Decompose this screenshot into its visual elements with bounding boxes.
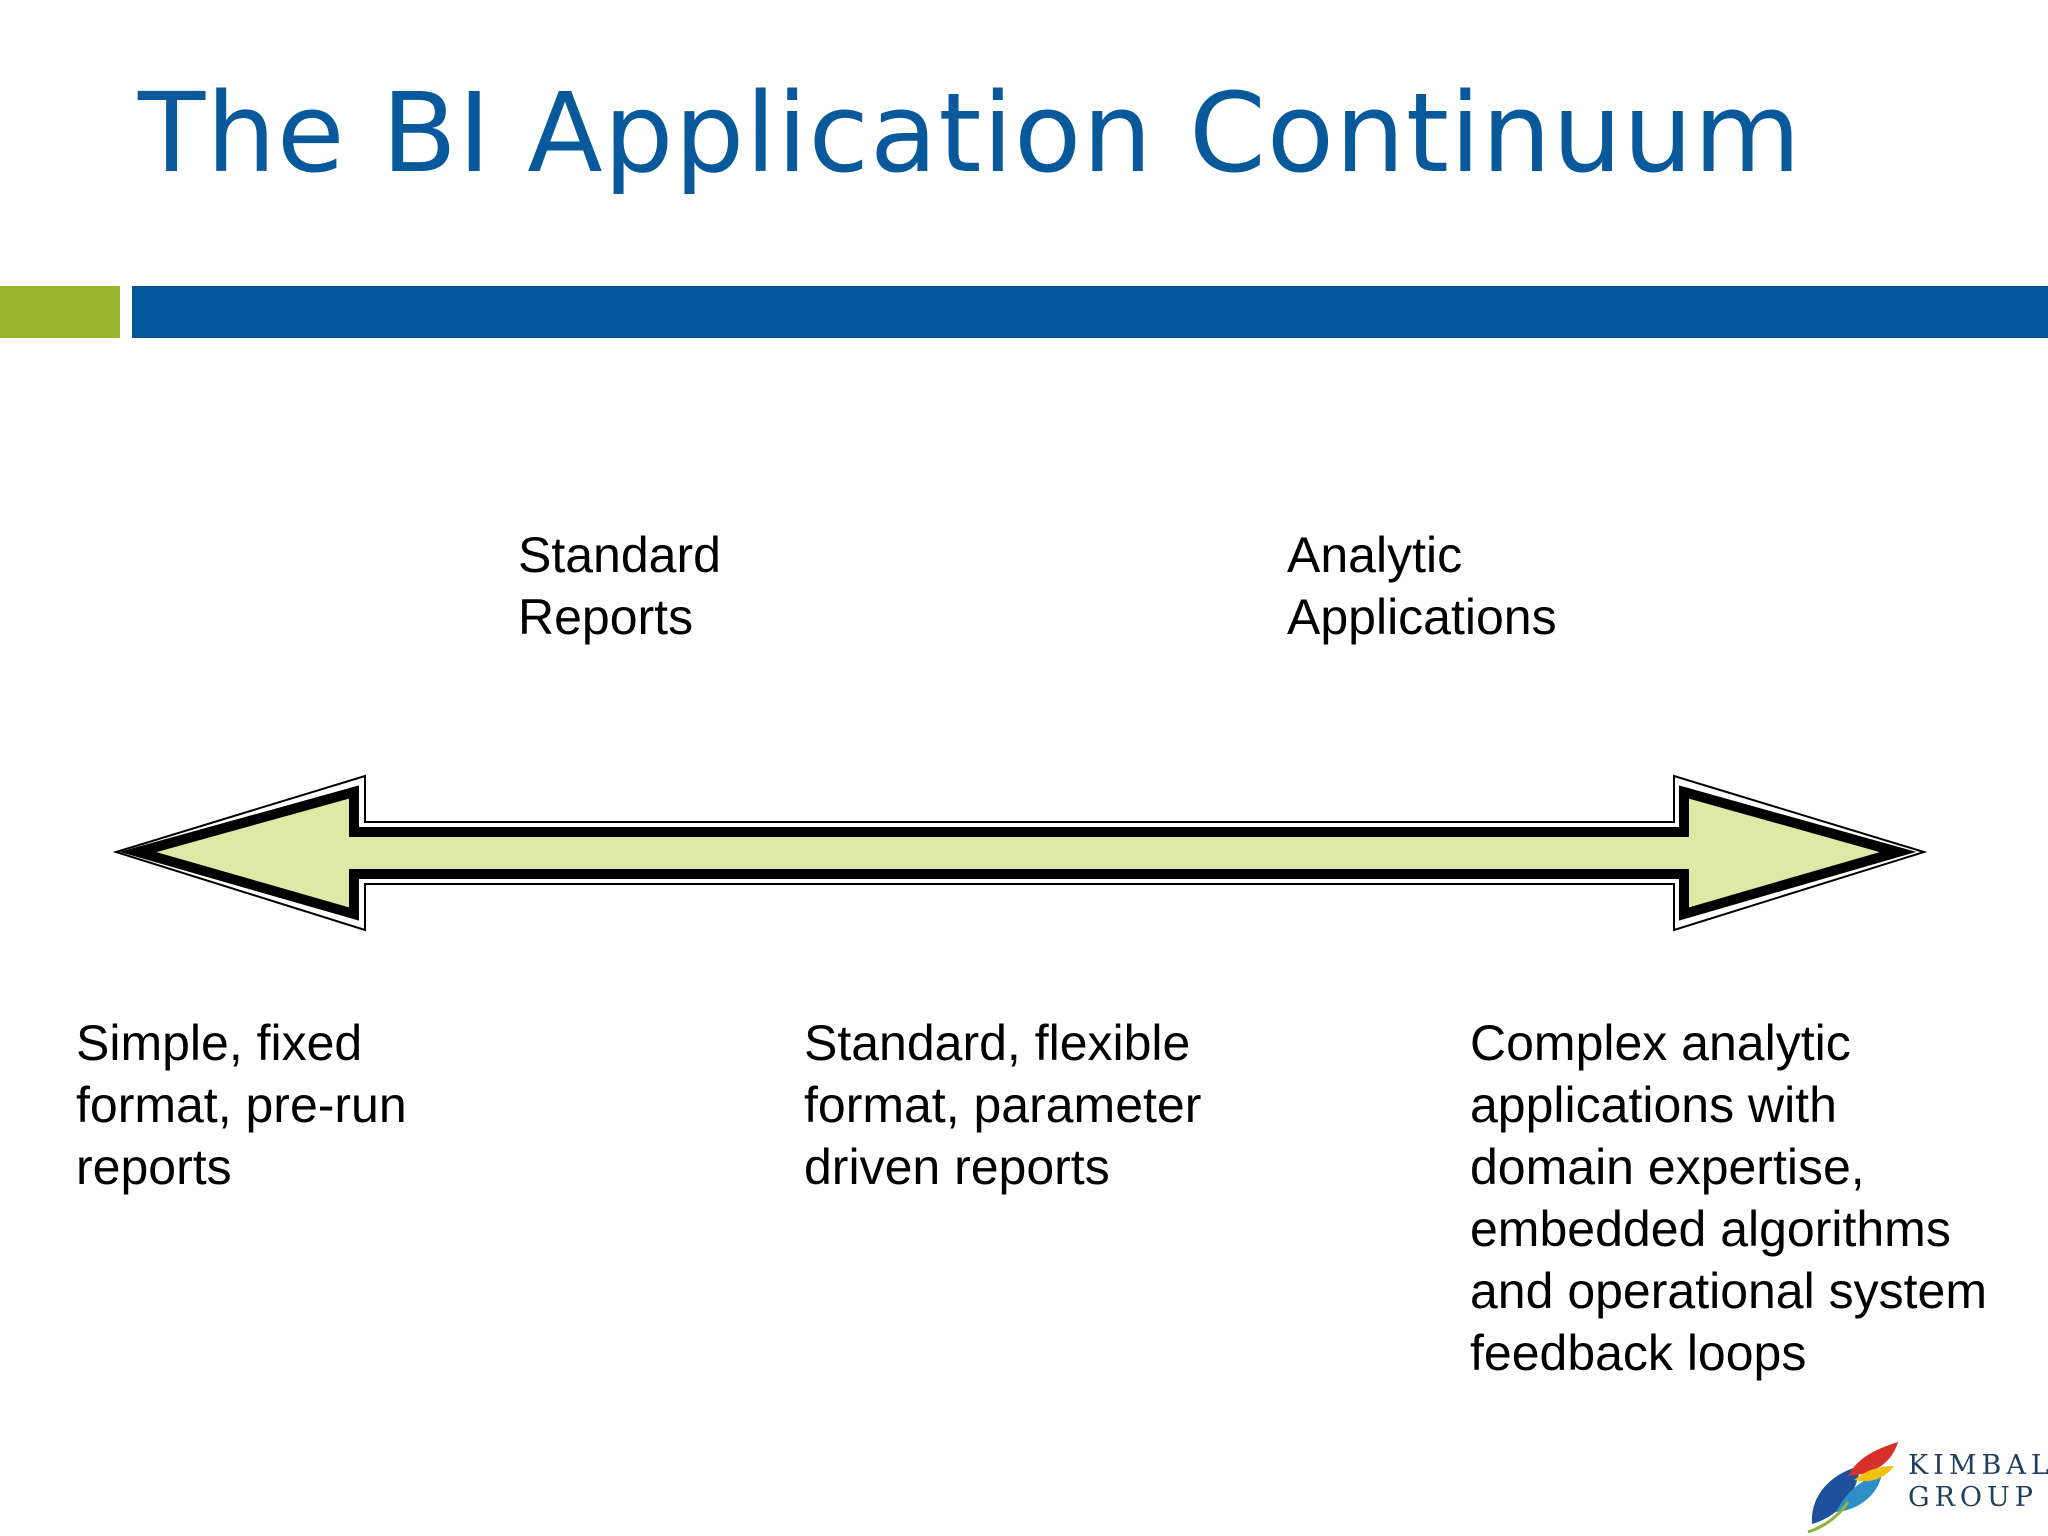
label-flexible-parameter-reports: Standard, flexible format, parameter dri… bbox=[804, 1015, 1202, 1195]
slide-title: The BI Application Continuum bbox=[138, 69, 1802, 197]
kimball-group-logo-text: KIMBALL GROUP bbox=[1908, 1450, 2048, 1513]
continuum-arrow-outline bbox=[112, 774, 1928, 932]
label-standard-reports: Standard Reports bbox=[518, 527, 721, 645]
label-complex-analytic-applications: Complex analytic applications with domai… bbox=[1470, 1015, 1987, 1381]
label-analytic-applications: Analytic Applications bbox=[1287, 527, 1557, 645]
title-band-accent bbox=[0, 286, 120, 338]
label-simple-fixed-reports: Simple, fixed format, pre-run reports bbox=[76, 1015, 407, 1195]
kimball-group-logo: KIMBALL GROUP bbox=[1800, 1436, 2048, 1536]
kimball-leaf-icon bbox=[1807, 1442, 1898, 1534]
continuum-arrow-body bbox=[119, 785, 1917, 921]
title-band bbox=[132, 286, 2048, 338]
